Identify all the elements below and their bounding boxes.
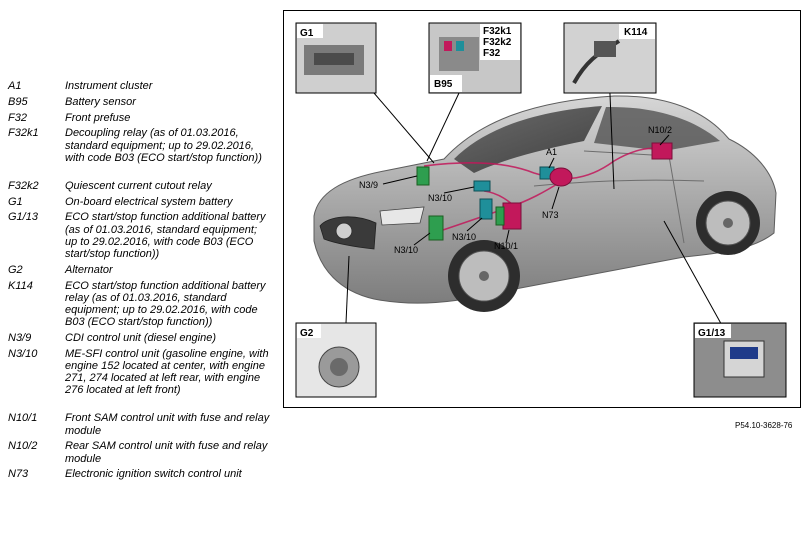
label-f32k1: F32k1 [483,26,512,37]
label-g1: G1 [300,28,314,39]
legend-description: Quiescent current cutout relay [65,179,212,192]
label-n10-2: N10/2 [648,125,672,135]
car-windshield [454,106,602,173]
label-k114: K114 [624,27,648,38]
label-n73: N73 [542,210,559,220]
legend-code: A1 [8,80,22,92]
label-n3-10-top: N3/10 [428,193,452,203]
n10-2-unit [651,142,673,160]
legend-description: ECO start/stop function additional batte… [65,279,266,329]
legend-code: F32k1 [8,127,39,140]
legend-description: ECO start/stop function additional batte… [65,211,266,260]
legend-description: CDI control unit (diesel engine) [65,332,217,344]
label-f32k2: F32k2 [483,37,512,48]
legend-code: G1/13 [8,211,38,224]
label-a1: A1 [546,147,557,157]
inset-k114 [563,22,657,94]
legend-code: G1 [8,195,23,208]
n3-10-mid-unit [479,198,493,220]
label-b95: B95 [434,79,453,90]
label-n10-1: N10/1 [494,241,518,251]
label-g1-13: G1/13 [698,328,726,339]
car-illustration [313,95,777,312]
leader-lines [345,70,725,330]
legend-code: F32 [8,111,27,124]
component-location-figure: G1 F32k1 F32k2 F32 B95 K114 G2 G1/13 N10… [283,10,801,408]
front-wheel [448,240,520,312]
legend-description: Front SAM control unit with fuse and rel… [65,412,270,437]
car-headlight [379,206,425,226]
inset-g2 [295,322,377,398]
legend-code: N73 [8,468,29,481]
inset-fuses [428,22,522,94]
label-n3-10-mid: N3/10 [452,232,476,242]
n73-unit [549,167,573,187]
label-g2: G2 [300,328,314,339]
legend-description: ME-SFI control unit (gasoline engine, wi… [65,347,269,397]
n10-1-unit [502,202,522,230]
legend-description: Battery sensor [65,95,136,108]
rear-wheel [696,191,760,255]
legend-description: Front prefuse [65,111,131,124]
legend-description: On-board electrical system battery [65,195,233,208]
car-star-emblem [335,222,353,240]
label-n3-9: N3/9 [359,180,378,190]
legend-code: N10/2 [8,440,38,453]
legend-description: Instrument cluster [65,80,153,92]
legend-code: N3/10 [8,347,38,360]
legend-description: Rear SAM control unit with fuse and rela… [65,440,268,465]
n3-10-top-unit [473,180,491,192]
label-n3-10-low: N3/10 [394,245,418,255]
legend-description: Electronic ignition switch control unit [65,468,242,481]
car-side-window [594,106,720,151]
n3-10-low-unit [428,215,444,241]
legend-code: B95 [8,95,28,108]
inset-g1 [295,22,377,94]
n10-1-unit-b [495,206,505,226]
legend-code: K114 [8,279,33,292]
inset-g1-13 [693,322,787,398]
legend-description: Decoupling relay (as of 01.03.2016, stan… [65,127,262,164]
label-f32: F32 [483,48,501,59]
legend-code: F32k2 [8,179,39,192]
figure-svg: G1 F32k1 F32k2 F32 B95 K114 G2 G1/13 N10… [295,22,787,398]
legend-code: N3/9 [8,332,32,344]
n3-9-unit [416,166,430,186]
figure-reference: P54.10-3628-76 [735,421,793,430]
legend-description: Alternator [65,263,113,276]
legend-code: G2 [8,263,23,276]
control-units [416,142,673,241]
legend-code: N10/1 [8,412,38,425]
